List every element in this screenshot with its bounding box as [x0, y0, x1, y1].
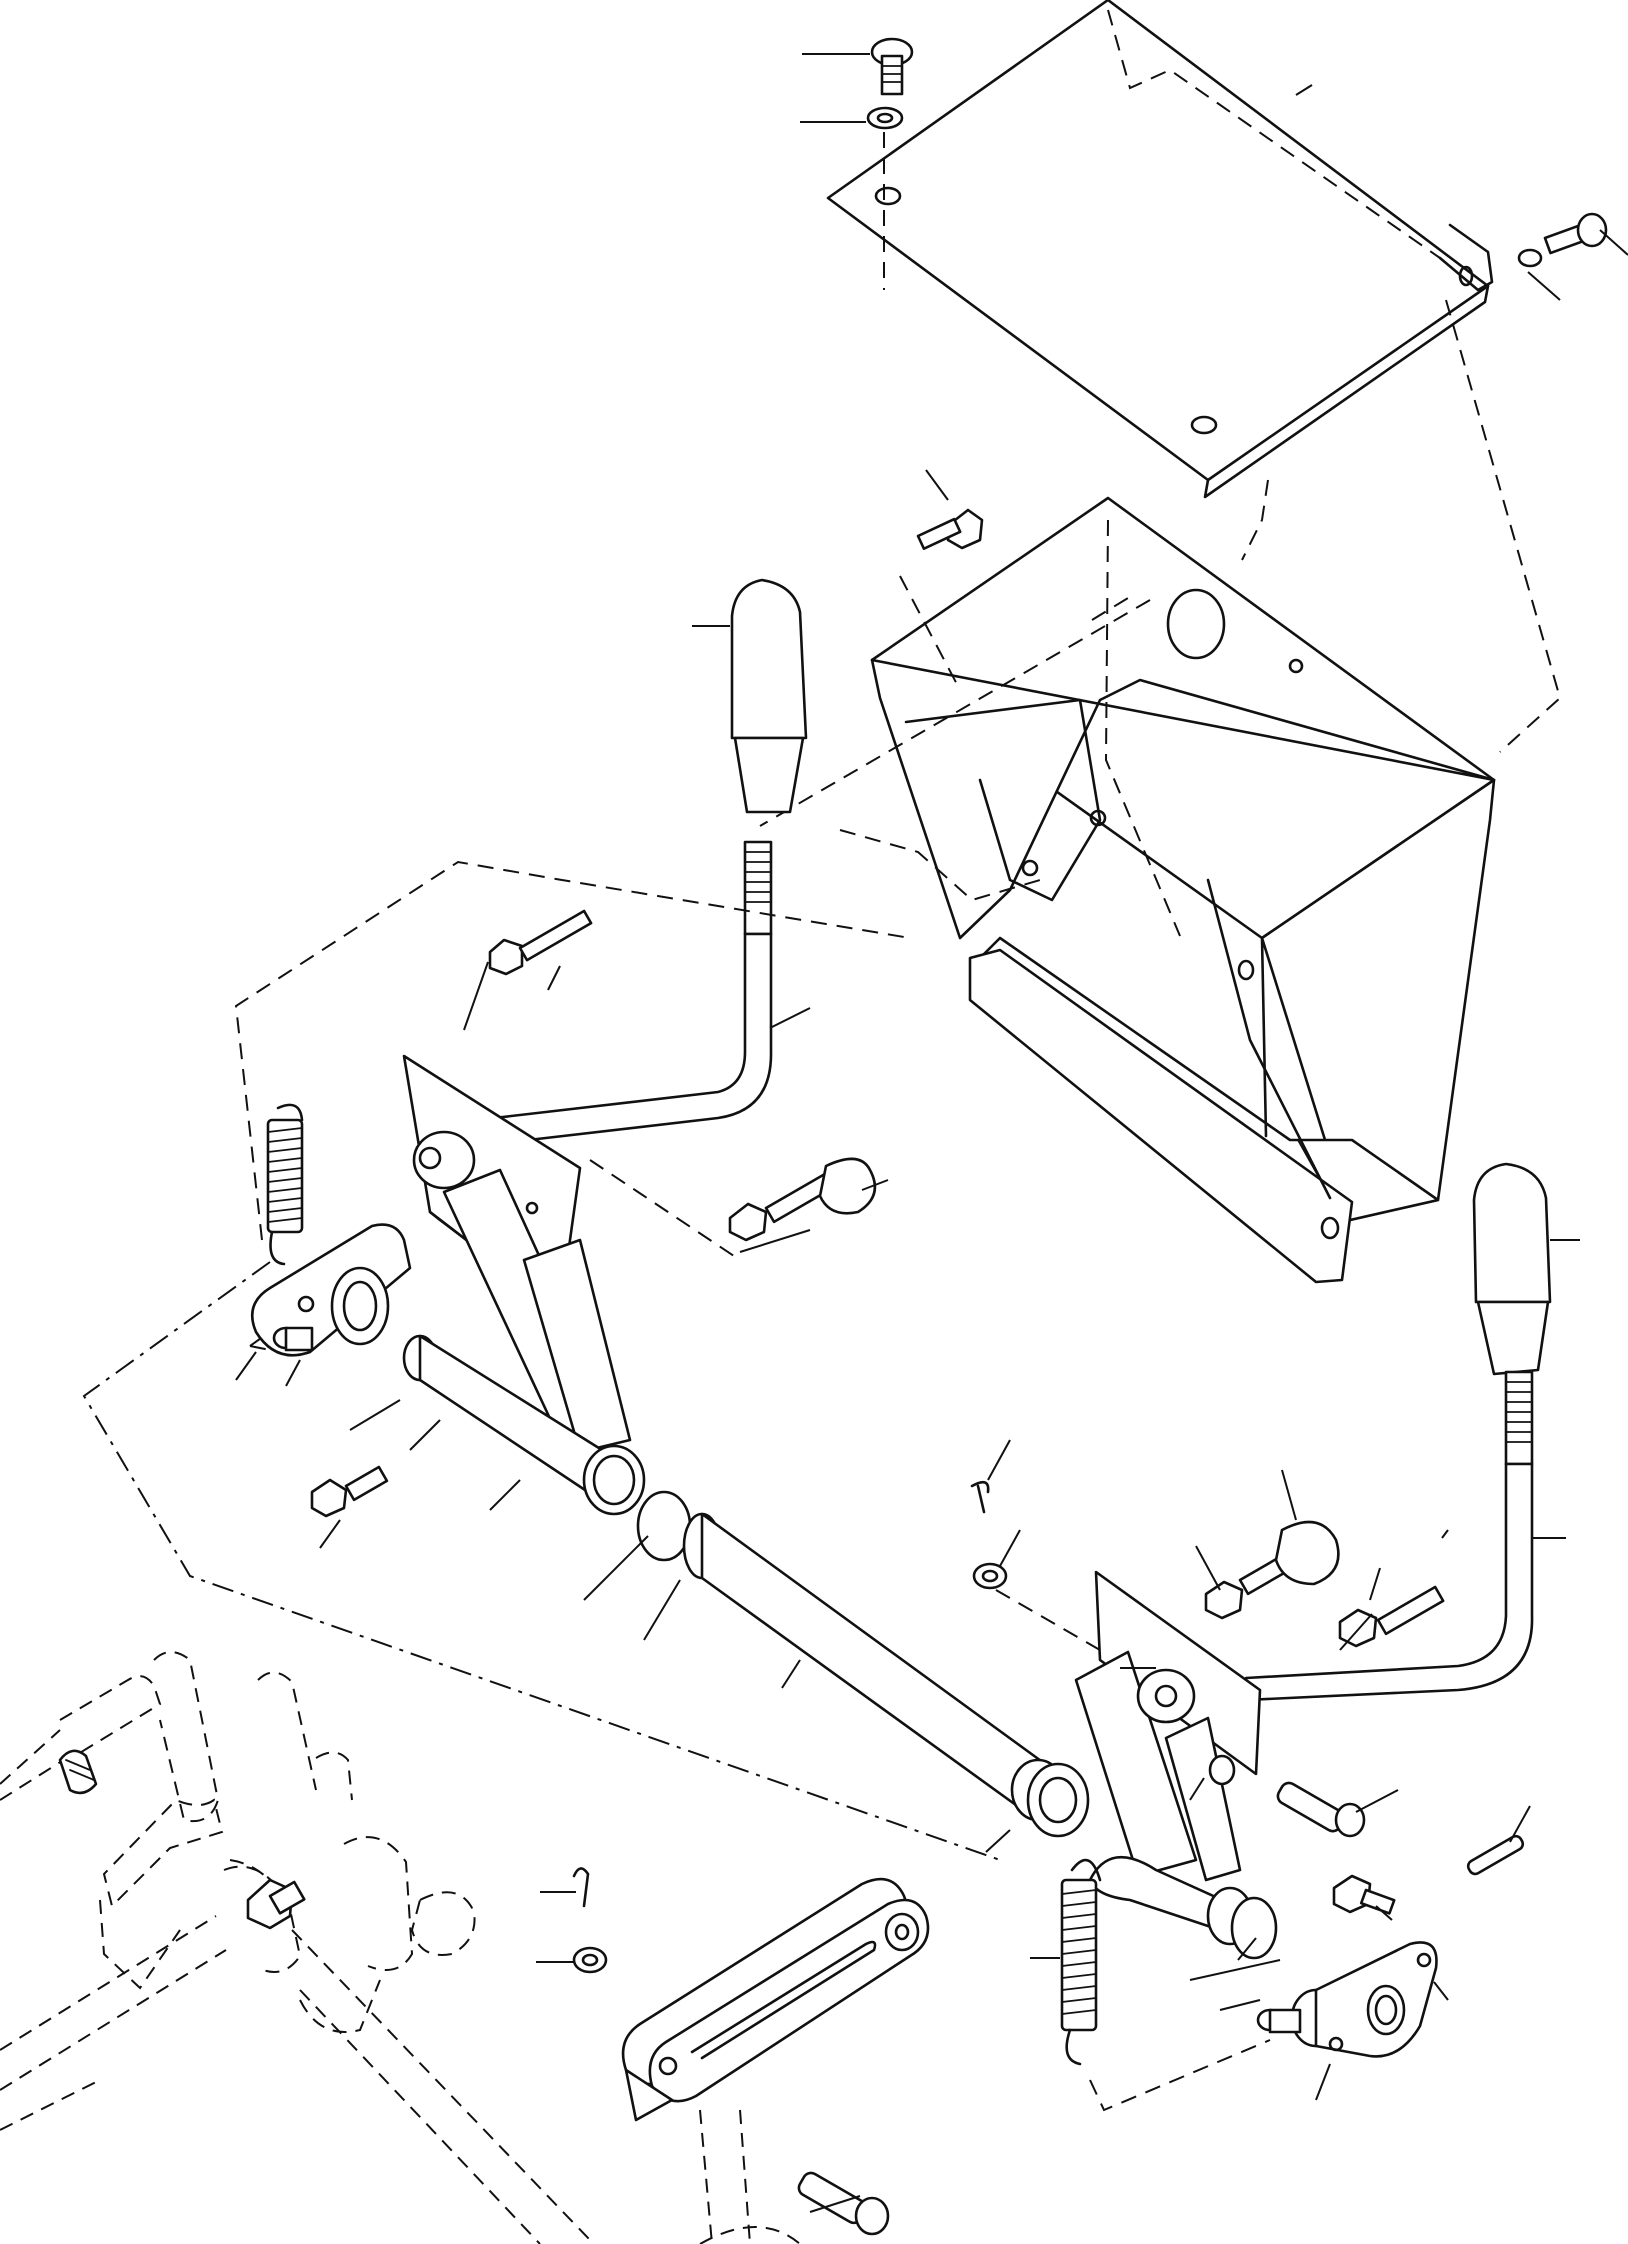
left-spring	[266, 1103, 304, 1266]
left-lever-plate	[402, 1054, 632, 1454]
right-lever-plate	[1074, 1570, 1278, 1961]
right-lever-rod	[1244, 1370, 1566, 1702]
left-knob	[692, 578, 808, 814]
lever-housing	[870, 496, 1496, 1284]
link-pin-hardware	[536, 1867, 890, 2244]
right-knob	[1472, 1162, 1580, 1376]
left-bolts	[310, 909, 889, 1549]
right-spring	[1030, 1858, 1271, 2112]
assembly-lines-upper	[759, 299, 1562, 902]
slotted-link	[621, 1877, 930, 2122]
right-hardware	[970, 1439, 1531, 1921]
cover-screw-side	[1295, 84, 1628, 301]
top-cover-plate	[826, 0, 1494, 499]
right-bearing-plate	[1189, 1941, 1449, 2101]
left-bearing-plate	[235, 1223, 412, 1387]
left-shaft-sleeve	[349, 1334, 646, 1516]
housing-bolt-top	[899, 469, 984, 691]
left-lever-rod	[492, 840, 811, 1146]
cross-shaft	[583, 1490, 1090, 1853]
cover-screw-top	[800, 37, 914, 290]
ghost-linkage	[0, 1651, 591, 2244]
